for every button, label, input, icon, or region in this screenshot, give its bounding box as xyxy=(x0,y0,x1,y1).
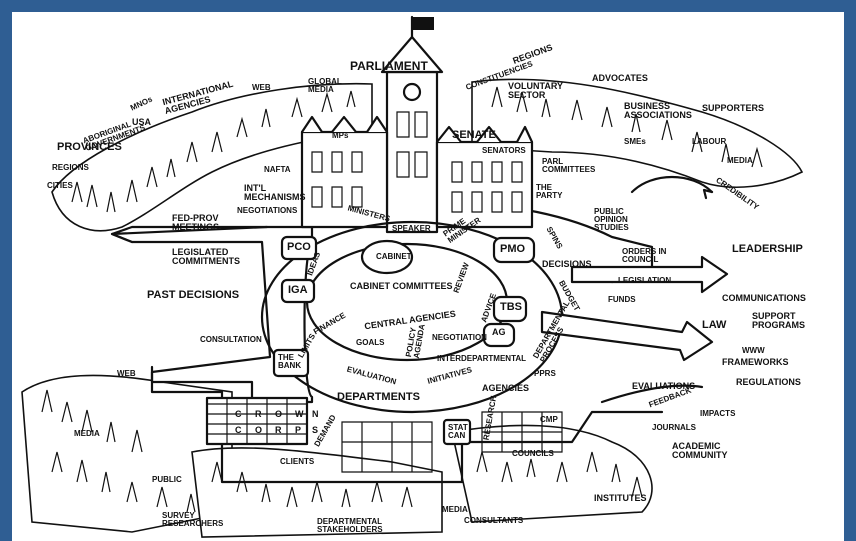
label-smes: SMEs xyxy=(624,137,646,146)
label-media-right: MEDIA xyxy=(727,156,753,165)
label-mps: MPs xyxy=(332,131,349,140)
policy-diagram: PARLIAMENT CONSTITUENCIES REGIONS VOLUNT… xyxy=(12,12,844,541)
diagram-drawing xyxy=(21,15,804,538)
label-goals: GOALS xyxy=(356,338,385,347)
label-web-left: WEB xyxy=(117,369,136,378)
crown-letter: O xyxy=(275,409,283,419)
label-past-decisions: PAST DECISIONS xyxy=(147,289,240,301)
crown-letter: R xyxy=(255,409,262,419)
label-cabinet-committees: CABINET COMMITTEES xyxy=(350,281,453,291)
crown-letter: N xyxy=(312,409,319,419)
departments-grid xyxy=(341,411,563,473)
crown-letter: S xyxy=(312,425,319,435)
crown-letter: W xyxy=(295,409,304,419)
crown-corps-grid xyxy=(205,396,309,446)
crown-letter: O xyxy=(255,425,263,435)
crowd-shapes xyxy=(21,78,804,538)
label-councils: COUNCILS xyxy=(512,449,554,458)
label-legislation: LEGISLATION xyxy=(618,276,672,285)
label-parl-committees: PARL COMMITTEES xyxy=(542,157,596,174)
label-cities: CITIES xyxy=(47,181,73,190)
label-consultants: CONSULTANTS xyxy=(464,516,524,525)
label-cmp: CMP xyxy=(540,415,558,424)
label-business-associations: BUSINESS ASSOCIATIONS xyxy=(624,101,692,120)
label-web-top: WEB xyxy=(252,83,271,92)
label-orders-in-council: ORDERS IN COUNCIL xyxy=(622,247,667,264)
parliament-building xyxy=(300,15,534,234)
crown-letter: C xyxy=(235,409,242,419)
label-frameworks: FRAMEWORKS xyxy=(722,357,789,367)
label-speaker: SPEAKER xyxy=(392,224,431,233)
crown-letter: C xyxy=(235,425,242,435)
label-stat-can: STAT CAN xyxy=(448,423,468,440)
label-parliament: PARLIAMENT xyxy=(350,59,428,73)
label-regulations: REGULATIONS xyxy=(736,377,801,387)
label-interdepartmental: INTERDEPARTMENTAL xyxy=(437,354,527,363)
label-academic-community: ACADEMIC COMMUNITY xyxy=(672,441,728,460)
label-regions-left: REGIONS xyxy=(52,163,89,172)
label-labour: LABOUR xyxy=(692,137,727,146)
label-cabinet: CABINET xyxy=(376,252,412,261)
label-leadership: LEADERSHIP xyxy=(732,243,803,255)
label-survey-researchers: SURVEY RESEARCHERS xyxy=(162,511,224,528)
label-senators: SENATORS xyxy=(482,146,526,155)
label-public-opinion-studies: PUBLIC OPINION STUDIES xyxy=(594,207,629,232)
label-supporters: SUPPORTERS xyxy=(702,103,765,113)
label-global-media: GLOBAL MEDIA xyxy=(308,77,342,94)
label-pco: PCO xyxy=(287,241,311,253)
label-communications: COMMUNICATIONS xyxy=(722,293,806,303)
label-media-left: MEDIA xyxy=(74,429,100,438)
label-senate: SENATE xyxy=(452,129,496,141)
crown-letter: P xyxy=(295,425,302,435)
label-decisions: DECISIONS xyxy=(542,259,592,269)
label-usa: USA xyxy=(132,117,152,127)
label-consultation: CONSULTATION xyxy=(200,335,262,344)
label-media-bottom: MEDIA xyxy=(442,505,468,514)
label-intl-mechanisms: INT'L MECHANISMS xyxy=(244,183,306,202)
label-support-programs: SUPPORT PROGRAMS xyxy=(752,311,806,330)
label-impacts: IMPACTS xyxy=(700,409,736,418)
label-evaluations: EVALUATIONS xyxy=(632,381,696,391)
label-nafta: NAFTA xyxy=(264,165,291,174)
label-legislated-commitments: LEGISLATED COMMITMENTS xyxy=(172,247,240,266)
label-advocates: ADVOCATES xyxy=(592,73,648,83)
label-provinces: PROVINCES xyxy=(57,141,122,153)
label-fed-prov-meetings: FED-PROV MEETINGS xyxy=(172,213,220,232)
label-departmental-stakeholders: DEPARTMENTAL STAKEHOLDERS xyxy=(317,517,383,534)
label-tbs: TBS xyxy=(500,301,522,313)
label-departments: DEPARTMENTS xyxy=(337,391,420,403)
label-journals: JOURNALS xyxy=(652,423,697,432)
label-institutes: INSTITUTES xyxy=(594,493,647,503)
crown-letter: R xyxy=(275,425,282,435)
label-the-bank: THE BANK xyxy=(278,353,302,370)
label-law: LAW xyxy=(702,319,727,331)
label-public: PUBLIC xyxy=(152,475,182,484)
label-agencies: AGENCIES xyxy=(482,383,530,393)
label-negotiations: NEGOTIATIONS xyxy=(237,206,298,215)
label-voluntary-sector: VOLUNTARY SECTOR xyxy=(508,81,563,100)
label-www: WWW xyxy=(742,346,765,355)
label-the-party: THE PARTY xyxy=(536,183,563,200)
label-pprs: PPRS xyxy=(534,369,556,378)
output-arrows xyxy=(540,175,729,404)
label-pmo: PMO xyxy=(500,243,526,255)
label-iga: IGA xyxy=(288,284,308,296)
cabinet-ring-inner xyxy=(360,239,414,275)
label-ag: AG xyxy=(492,327,506,337)
label-negotiation: NEGOTIATION xyxy=(432,333,487,342)
label-clients: CLIENTS xyxy=(280,457,315,466)
label-funds: FUNDS xyxy=(608,295,636,304)
